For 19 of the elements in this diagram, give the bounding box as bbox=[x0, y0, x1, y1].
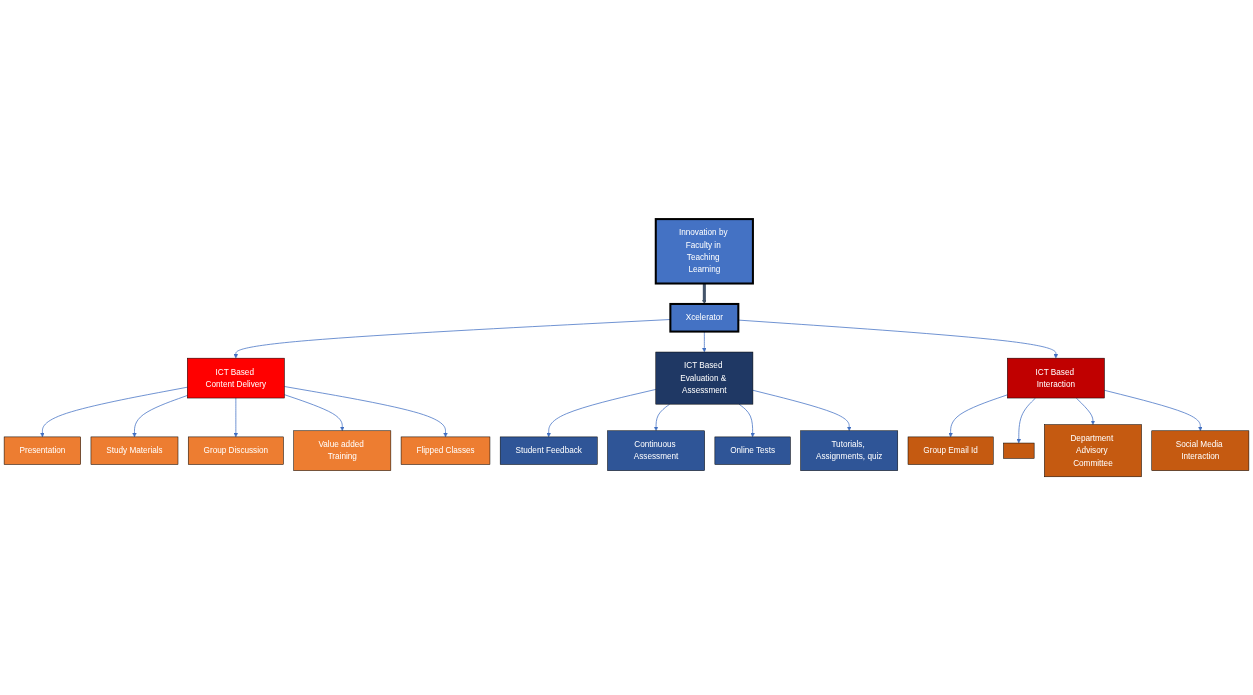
node-box: Continuous Assessment bbox=[607, 430, 705, 471]
node-box: ICT Based Interaction bbox=[1007, 357, 1105, 398]
node-box: Study Materials bbox=[90, 436, 179, 465]
node-box: ICT Based Content Delivery bbox=[187, 357, 285, 398]
node-box: Xcelerator bbox=[669, 302, 740, 333]
node-box: Innovation by Faculty in Teaching Learning bbox=[654, 217, 754, 285]
node-box: Group Discussion bbox=[187, 436, 284, 465]
node-box: Student Feedback bbox=[499, 436, 598, 465]
node-box: Online Tests bbox=[714, 436, 791, 465]
node-box: Social Media Interaction bbox=[1151, 430, 1250, 471]
node-box: ICT Based Evaluation & Assessment bbox=[655, 351, 754, 404]
node-box: Group Email Id bbox=[907, 436, 994, 465]
node-box: Value added Training bbox=[293, 430, 392, 471]
arrow bbox=[702, 283, 707, 304]
node-box: Tutorials, Assignments, quiz bbox=[800, 430, 899, 471]
node-box: Flipped Classes bbox=[400, 436, 491, 465]
node-box: Presentation bbox=[3, 436, 81, 465]
node-box bbox=[1003, 442, 1035, 459]
node-box: Department Advisory Committee bbox=[1044, 423, 1142, 477]
